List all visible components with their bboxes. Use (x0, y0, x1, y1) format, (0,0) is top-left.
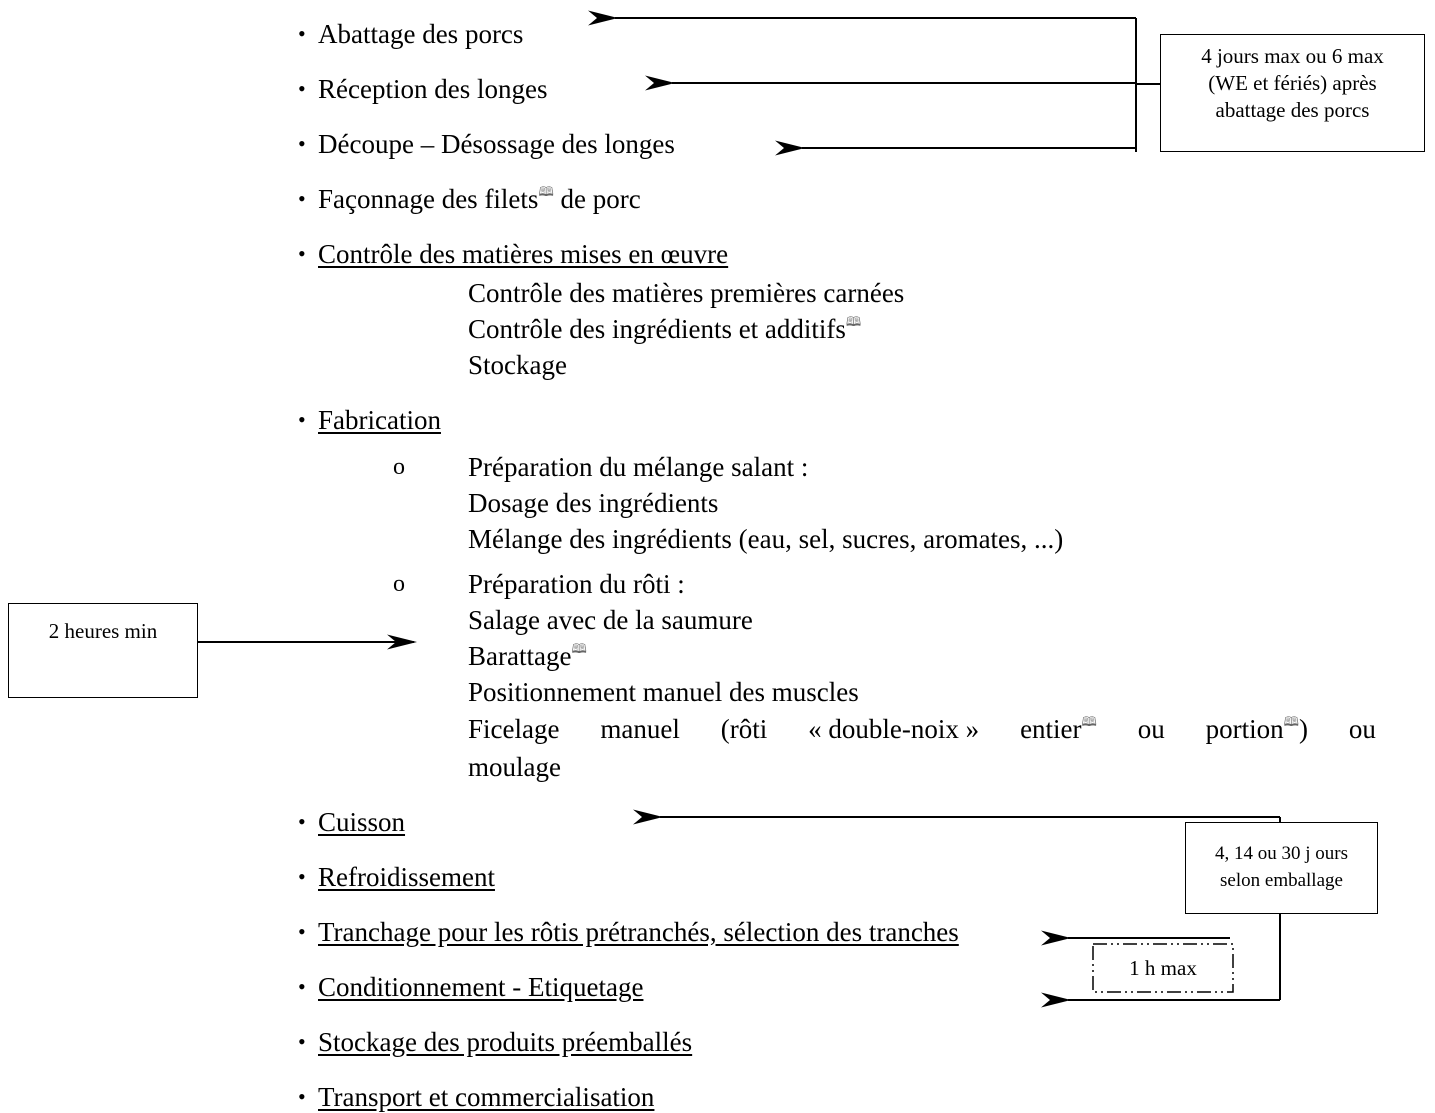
step-label: Découpe – Désossage des longes (318, 129, 675, 159)
group-item: Mélange des ingrédients (eau, sel, sucre… (468, 524, 1064, 554)
bullet: • (298, 919, 306, 944)
group-item: Barattage🕮 (468, 641, 587, 671)
bullet: • (298, 21, 306, 46)
slaughter-delay-note: 4 jours max ou 6 max (WE et fériés) aprè… (1160, 34, 1425, 152)
bullet: • (298, 186, 306, 211)
min-time-note: 2 heures min (8, 603, 198, 698)
slaughter-delay-connector (588, 10, 1160, 156)
step-label: Réception des longes (318, 74, 548, 104)
step-label: Transport et commercialisation (318, 1082, 655, 1112)
step-label: Abattage des porcs (318, 19, 524, 49)
book-icon: 🕮 (845, 314, 862, 329)
group-item: Positionnement manuel des muscles (468, 677, 859, 707)
bullet: • (298, 1084, 306, 1109)
bullet: • (298, 76, 306, 101)
book-icon: 🕮 (1081, 714, 1097, 729)
bullet: • (298, 864, 306, 889)
group-marker: o (393, 454, 405, 480)
step-label: Stockage des produits préemballés (318, 1027, 693, 1057)
bullet: • (298, 131, 306, 156)
shelf-life-note: 4, 14 ou 30 j ours selon emballage (1185, 822, 1378, 914)
book-icon: 🕮 (571, 641, 587, 656)
step-label: Fabrication (318, 405, 441, 435)
bullet: • (298, 974, 306, 999)
step-label: Refroidissement (318, 862, 495, 892)
bullet: • (298, 809, 306, 834)
bullet: • (298, 241, 306, 266)
step-label: Façonnage des filets🕮 de porc (318, 184, 641, 214)
bullet: • (298, 1029, 306, 1054)
step-label: Contrôle des matières mises en œuvre (318, 239, 729, 269)
step-label: Conditionnement - Etiquetage (318, 972, 644, 1002)
group-marker: o (393, 571, 405, 597)
ficelage-line: Ficelage manuel (rôti « double-noix » en… (468, 714, 1376, 744)
book-icon: 🕮 (538, 184, 554, 199)
slice-pack-note: 1 h max (1129, 956, 1197, 980)
step-label: Tranchage pour les rôtis prétranchés, sé… (318, 917, 959, 947)
group-title: Préparation du rôti : (468, 569, 685, 599)
group-item: Salage avec de la saumure (468, 605, 753, 635)
ficelage-line-2: moulage (468, 752, 561, 782)
group-title: Préparation du mélange salant : (468, 452, 809, 482)
book-icon: 🕮 (1283, 714, 1299, 729)
bullet: • (298, 407, 306, 432)
group-item: Dosage des ingrédients (468, 488, 719, 518)
controle-item: Contrôle des matières premières carnées (468, 278, 905, 308)
controle-item: Contrôle des ingrédients et additifs🕮 (468, 314, 862, 344)
controle-item: Stockage (468, 350, 567, 380)
step-label: Cuisson (318, 807, 406, 837)
